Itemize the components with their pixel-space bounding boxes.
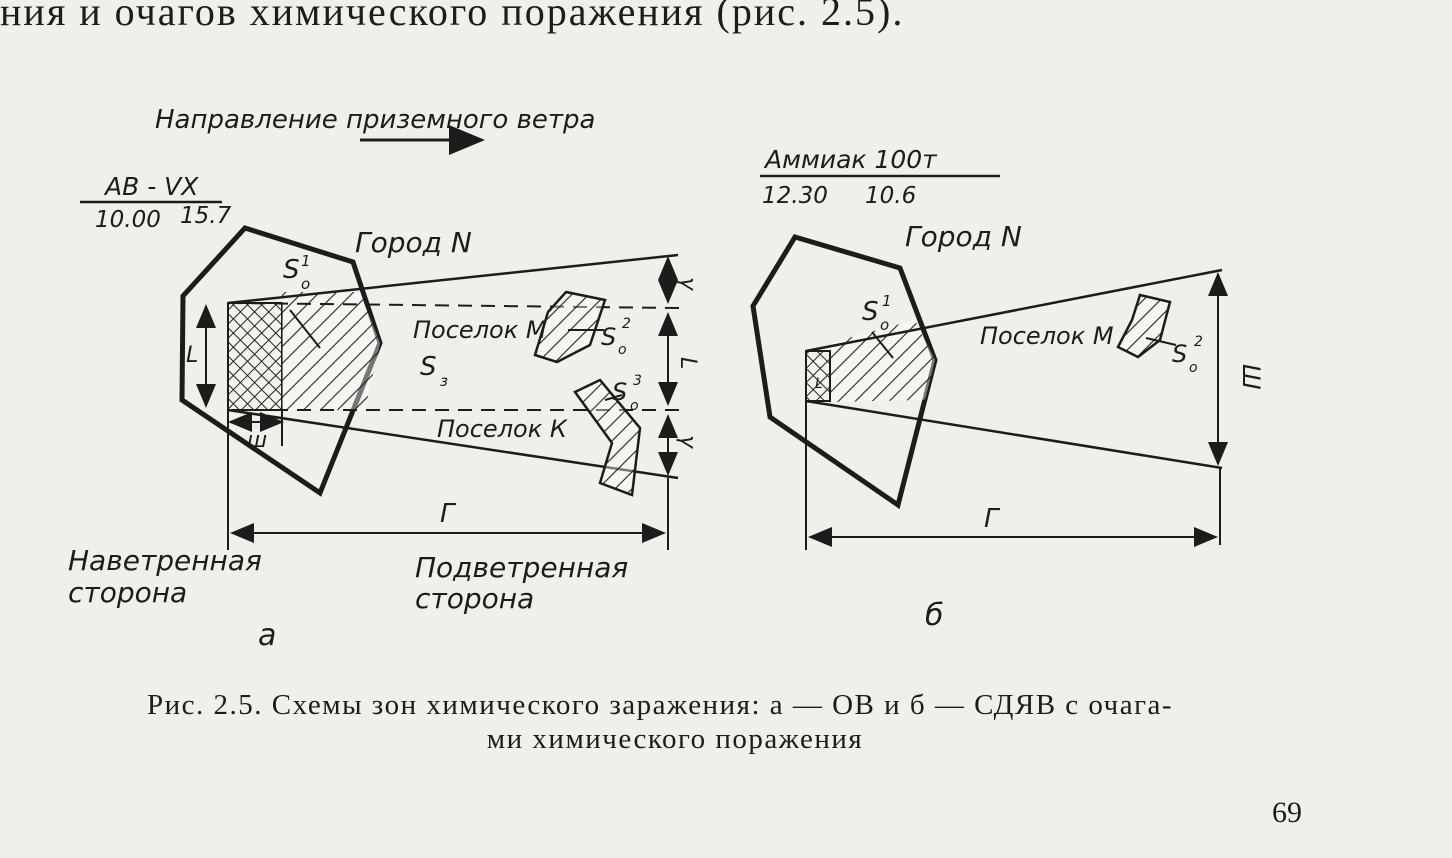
caption-line-1: Рис. 2.5. Схемы зон химического заражени…: [146, 689, 1174, 721]
s3-label-a: S: [420, 352, 437, 382]
source-zone-a: [227, 302, 283, 411]
zone-border-bottom-a: [227, 408, 679, 480]
village-m-label-b: Поселок М: [980, 322, 1114, 350]
dim-sh-label-b: Ш: [1237, 364, 1265, 390]
s02-label-a: S: [601, 323, 616, 351]
dim-gamma-top-a: γ: [675, 277, 700, 291]
s01-sub-a: o: [301, 275, 310, 293]
village-k-shape-a: [573, 378, 642, 497]
city-outline-a: [179, 225, 383, 497]
agent-name-a: АВ - VX: [103, 172, 199, 201]
dashed-line-top-a: [227, 302, 681, 309]
zone-border-top-b: [805, 268, 1223, 353]
page-number: 69: [1272, 796, 1302, 829]
s01-sup-b: 1: [882, 292, 892, 310]
panel-label-b: б: [925, 598, 944, 633]
s02-sub-a: o: [618, 342, 627, 358]
top-text: ния и очагов химического поражения (рис.…: [0, 0, 905, 34]
s3-sub-a: з: [440, 372, 448, 390]
s03-label-a: S: [612, 378, 627, 406]
panel-a: Направление приземного ветра АВ - VX 10.…: [68, 105, 700, 653]
leeward-label-2: сторона: [415, 582, 534, 615]
agent-date-b: 10.6: [865, 183, 916, 209]
panel-b: Аммиак 100т 12.30 10.6 Город N S o 1 Пос…: [750, 145, 1265, 633]
village-m-label-a: Поселок М: [413, 316, 547, 344]
dim-l-small-b: L: [815, 376, 823, 392]
village-m-shape-a: [533, 290, 607, 364]
windward-label-1: Наветренная: [68, 544, 262, 577]
s01-sub-b: o: [880, 316, 889, 334]
s03-sup-a: 3: [633, 373, 642, 389]
city-label-a: Город N: [355, 226, 472, 259]
s02-sup-b: 2: [1194, 334, 1203, 350]
dim-g-label-b: Г: [984, 504, 1001, 534]
dim-g-label-a: Г: [440, 499, 457, 529]
s01-sup-a: 1: [301, 252, 311, 270]
source-zone-b: [805, 350, 831, 402]
agent-time-a: 10.00: [95, 207, 161, 233]
dim-l-label-a: L: [186, 343, 198, 368]
leeward-label-1: Подветренная: [415, 551, 628, 584]
s01-label-a: S: [283, 255, 300, 285]
s02-label-b: S: [1172, 340, 1187, 368]
dim-w-label-a: ш: [247, 428, 267, 453]
agent-date-a: 15.7: [180, 203, 232, 229]
zone-border-top-a: [227, 253, 679, 305]
s01-zone-a: [282, 292, 380, 410]
s02-sub-b: o: [1189, 360, 1198, 376]
agent-time-b: 12.30: [762, 183, 828, 209]
city-outline-b: [750, 234, 938, 510]
s03-sub-a: o: [630, 398, 639, 414]
village-k-label-a: Поселок К: [437, 415, 568, 443]
figure-caption: Рис. 2.5. Схемы зон химического заражени…: [0, 688, 1320, 756]
agent-name-b: Аммиак 100т: [763, 145, 938, 174]
s02-sup-a: 2: [622, 316, 631, 332]
village-m-shape-b: [1116, 293, 1172, 359]
city-label-b: Город N: [905, 220, 1022, 253]
caption-line-2: ми химического поражения: [486, 723, 864, 755]
wind-direction-label: Направление приземного ветра: [155, 105, 596, 135]
dim-gamma-bottom-a: γ: [675, 435, 700, 449]
windward-label-2: сторона: [68, 576, 187, 609]
panel-label-a: а: [258, 618, 276, 653]
zone-border-bottom-b: [805, 399, 1223, 470]
s01-label-b: S: [862, 297, 879, 327]
dim-l-right-label-a: L: [675, 357, 700, 369]
